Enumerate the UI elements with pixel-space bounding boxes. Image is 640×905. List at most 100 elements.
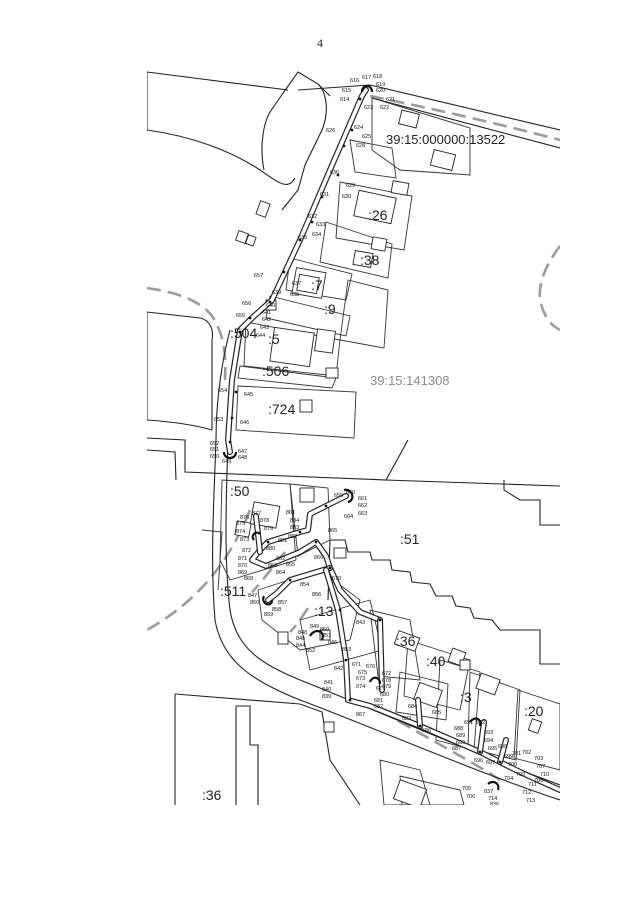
- point-label: 883: [290, 525, 299, 531]
- point-label: 858: [272, 607, 281, 613]
- point-label: 661: [358, 496, 367, 502]
- plot-label: :13: [314, 603, 334, 619]
- point-label: 687: [452, 746, 461, 752]
- plot-label: :40: [426, 653, 446, 669]
- point-label: 879: [264, 526, 273, 532]
- point-label: 663: [358, 511, 367, 517]
- point-label: 845: [296, 636, 305, 642]
- buildings: [234, 109, 543, 805]
- point-label: 882: [288, 534, 297, 540]
- point-label: 614: [340, 97, 349, 103]
- point-label: 624: [354, 125, 363, 131]
- point-label: 864: [276, 570, 285, 576]
- point-label: 647: [238, 449, 247, 455]
- point-label: 714: [488, 796, 497, 802]
- point-label: 635: [298, 235, 307, 241]
- cadastral-quarter-main-label: 39:15:000000:13522: [386, 132, 505, 147]
- point-label: 673: [356, 676, 365, 682]
- point-label: 872: [242, 548, 251, 554]
- point-label: 862: [276, 556, 285, 562]
- point-label: 675: [358, 670, 367, 676]
- point-label: 679: [382, 684, 391, 690]
- point-label: 677: [376, 686, 385, 692]
- point-label: 621: [386, 97, 395, 103]
- point-label: 856: [312, 592, 321, 598]
- point-label: 850: [320, 627, 329, 633]
- point-label: 839: [322, 694, 331, 700]
- page-number: 4: [317, 36, 323, 50]
- point-label: 664: [344, 514, 353, 520]
- point-label: 684: [408, 704, 417, 710]
- point-label: 656: [242, 301, 251, 307]
- road-outlines: [147, 71, 560, 805]
- point-label: 851: [322, 633, 331, 639]
- point-label: 859: [264, 612, 273, 618]
- vertex-dots: [228, 97, 502, 764]
- point-label: 676: [366, 664, 375, 670]
- point-label: 695: [488, 746, 497, 752]
- point-label: 708: [534, 778, 543, 784]
- plot-label: :511: [220, 583, 246, 599]
- point-label: 618: [373, 74, 382, 80]
- point-label: 678: [382, 678, 391, 684]
- point-label: 655: [236, 313, 245, 319]
- point-label: 651: [210, 447, 219, 453]
- point-labels: 617 618 619 620 616 615 614 621 622 623 …: [210, 74, 549, 805]
- point-label: 880: [266, 546, 275, 552]
- point-label: 876: [240, 515, 249, 521]
- point-label: 874: [236, 529, 245, 535]
- point-label: 852: [306, 648, 315, 654]
- point-label: 706: [466, 794, 475, 800]
- point-label: 868: [244, 576, 253, 582]
- point-label: 692: [476, 720, 485, 726]
- point-label: 870: [238, 563, 247, 569]
- point-label: 686: [422, 728, 431, 734]
- point-label: 866: [314, 555, 323, 561]
- point-label: 881: [278, 538, 287, 544]
- point-label: 617: [362, 75, 371, 81]
- point-label: 616: [350, 78, 359, 84]
- point-label: 628: [356, 143, 365, 149]
- point-label: 693: [484, 730, 493, 736]
- point-label: 861: [286, 510, 295, 516]
- plot-label: :9: [324, 301, 336, 317]
- point-label: 854: [300, 582, 309, 588]
- plot-label: :51: [400, 531, 420, 547]
- point-label: 641: [262, 310, 271, 316]
- point-label: 702: [522, 750, 531, 756]
- point-label: 696: [474, 758, 483, 764]
- point-label: 662: [358, 503, 367, 509]
- point-label: 632: [308, 214, 317, 220]
- point-label: 846: [328, 640, 337, 646]
- point-label: 875: [236, 521, 245, 527]
- point-label: 659: [334, 493, 343, 499]
- plot-label: :36: [396, 633, 416, 649]
- point-label: 853: [342, 647, 351, 653]
- plot-label: :504: [230, 325, 257, 341]
- plot-labels: :26 :38 :7 :9 :504 :5 :506 :724 :50 :51 …: [202, 207, 544, 803]
- point-label: 683: [402, 716, 411, 722]
- point-label: 841: [324, 680, 333, 686]
- point-label: 842: [334, 666, 343, 672]
- point-label: 865: [328, 528, 337, 534]
- plot-label: :7: [311, 277, 323, 293]
- point-label: 623: [364, 105, 373, 111]
- point-label: 847: [248, 593, 257, 599]
- point-label: 620: [376, 88, 385, 94]
- point-label: 670: [332, 576, 341, 582]
- plot-label: :20: [524, 703, 544, 719]
- point-label: 855: [286, 562, 295, 568]
- point-label: 710: [540, 772, 549, 778]
- point-label: 660: [346, 490, 355, 496]
- point-label: 639: [272, 290, 281, 296]
- point-label: 878: [260, 518, 269, 524]
- point-label: 631: [320, 192, 329, 198]
- plot-label: :724: [268, 401, 295, 417]
- point-label: 869: [238, 570, 247, 576]
- point-label: 877: [252, 511, 261, 517]
- point-label: 626: [326, 128, 335, 134]
- point-label: 705: [462, 786, 471, 792]
- point-label: 653: [214, 417, 223, 423]
- point-label: 649: [222, 459, 231, 465]
- point-label: 848: [298, 630, 307, 636]
